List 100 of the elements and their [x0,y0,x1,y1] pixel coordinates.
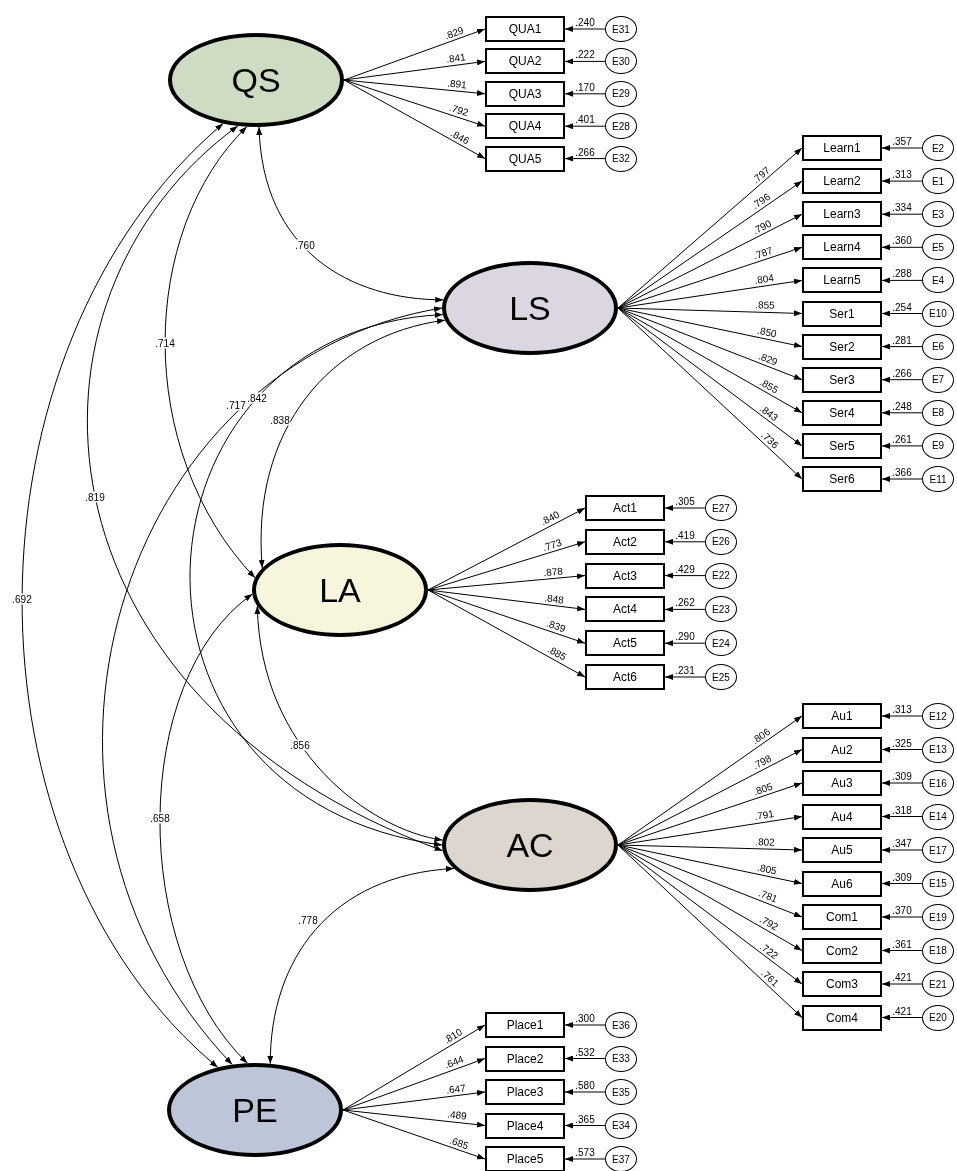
error-circle: E18 [922,937,954,964]
error-circle: E36 [605,1012,637,1038]
indicator-box: Act6 [585,664,665,690]
edge-label: .347 [891,837,913,849]
arrow [881,343,923,350]
edge-label: .262 [674,596,696,608]
edge-label: .580 [574,1079,596,1091]
arrow [427,507,586,591]
indicator-box: QUA3 [485,80,565,107]
edge-label: .290 [674,630,696,642]
indicator-box: Learn3 [802,201,882,228]
edge-label: .856 [289,739,311,751]
error-circle: E4 [922,267,954,294]
arrow [564,1156,606,1162]
indicator-box: Learn2 [802,168,882,195]
arrow [564,26,606,32]
edge-label: .222 [574,48,596,60]
error-circle: E14 [922,803,954,830]
edge-label: .313 [891,703,913,715]
arrow [881,244,923,251]
edge-label: .231 [674,664,696,676]
edge-label: .401 [574,113,596,125]
arrow [664,606,706,613]
arrow [881,310,923,317]
edge-label: .305 [674,495,696,507]
edge-label: .334 [891,201,913,213]
arrow [617,814,803,846]
arrow [881,780,923,786]
indicator-box: Com2 [802,937,882,964]
arrow [664,505,706,511]
error-circle: E15 [922,870,954,897]
edge-label: .361 [891,938,913,949]
arrow [881,178,923,185]
edge-label: .692 [11,593,33,605]
arrow [564,1122,606,1129]
arrow [617,844,803,985]
arrow [664,538,706,545]
arrow [617,213,803,309]
error-circle: E32 [605,145,637,172]
error-circle: E12 [922,703,954,729]
edge-label: .288 [891,267,913,279]
indicator-box: Au5 [802,837,882,863]
arrow [342,1109,486,1160]
edge-label: .281 [891,334,913,346]
error-circle: E2 [922,135,954,161]
edge-label: .429 [674,563,696,575]
error-circle: E20 [922,1004,954,1031]
arrow [881,1014,923,1021]
arrow [881,847,923,853]
error-circle: E26 [705,528,737,555]
arrow [342,1090,486,1111]
edge-label: .360 [891,234,913,246]
indicator-box: Act5 [585,630,665,657]
indicator-box: QUA2 [485,48,565,75]
edge-label: .309 [891,871,913,882]
edge-label: .489 [446,1108,469,1123]
error-circle: E27 [705,495,737,521]
error-circle: E23 [705,596,737,623]
error-circle: E28 [605,113,637,140]
arrow [617,844,803,1018]
edge-label: .357 [891,135,913,147]
indicator-box: Ser1 [802,300,882,327]
indicator-box: Ser4 [802,399,882,426]
error-circle: E13 [922,736,954,763]
error-circle: E7 [922,366,954,393]
edge-label: .850 [755,324,779,340]
edge-label: .842 [246,392,268,404]
indicator-box: Au3 [802,770,882,796]
factor-ellipse: LS [442,261,618,355]
edge-label: .365 [574,1113,596,1124]
indicator-box: Com3 [802,971,882,997]
indicator-box: Learn5 [802,267,882,294]
indicator-box: Learn1 [802,135,882,161]
edge-label: .791 [752,808,776,823]
edge-label: .266 [891,367,913,379]
error-circle: E29 [605,80,637,107]
arrow [564,90,606,97]
error-circle: E31 [605,16,637,42]
arrow [617,307,803,480]
error-circle: E19 [922,904,954,930]
edge-label: .325 [891,737,913,748]
edge-label: .248 [891,400,913,412]
indicator-box: Act4 [585,596,665,623]
arrow [664,640,706,647]
factor-ellipse: LA [252,543,428,637]
factor-ellipse: PE [167,1063,343,1157]
arrow [881,746,923,753]
arrow [343,59,486,81]
error-circle: E17 [922,837,954,863]
indicator-box: Act1 [585,495,665,521]
arrow [564,1055,606,1062]
edge-label: .714 [154,337,176,349]
error-circle: E25 [705,664,737,690]
arrow [617,180,803,309]
error-circle: E33 [605,1045,637,1072]
indicator-box: Com1 [802,904,882,930]
error-circle: E24 [705,630,737,657]
error-circle: E22 [705,562,737,589]
edge-label: .170 [574,81,596,93]
indicator-box: Com4 [802,1004,882,1031]
